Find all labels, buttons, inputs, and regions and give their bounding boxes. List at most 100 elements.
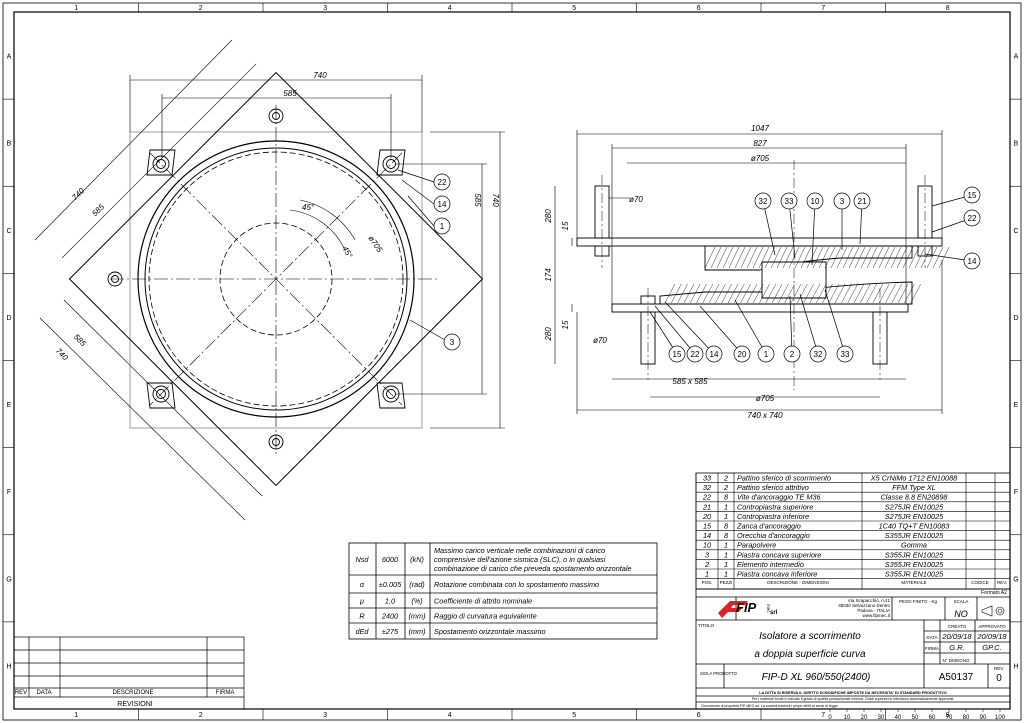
column-label-top: 1 <box>74 5 78 12</box>
plan-callouts <box>397 169 461 351</box>
row-label-left: G <box>6 576 11 583</box>
column-label-bottom: 5 <box>572 712 576 719</box>
address-line-4: www.fipmec.it <box>862 613 890 618</box>
column-label-bottom: 7 <box>821 712 825 719</box>
plan-dim-740-top: 740 <box>313 71 327 80</box>
bom-header-cell: REV. <box>997 580 1007 585</box>
sec-dim-280-bottom: 280 <box>544 327 553 342</box>
bom-material: FFM Type XL <box>892 483 936 492</box>
column-label-top: 8 <box>946 5 950 12</box>
firma-label: FIRMA <box>925 646 939 651</box>
column-label-top: 2 <box>199 5 203 12</box>
section-callout-bottom: 1 <box>764 350 769 359</box>
property-description: Coefficiente di attrito nominale <box>434 597 532 606</box>
row-label-left: C <box>6 228 11 235</box>
bom-pos: 22 <box>702 493 711 502</box>
plan-angle-1: 45° <box>302 203 315 212</box>
section-hatching <box>664 246 950 304</box>
drawing-number: A50137 <box>939 672 974 683</box>
properties-table-grid <box>348 542 658 640</box>
sec-dim-827: 827 <box>753 139 767 148</box>
section-callout-bottom: 15 <box>673 350 682 359</box>
plan-dim-585-ll: 585 <box>72 332 88 348</box>
rev-col-rev: REV <box>15 690 27 696</box>
scale-bar-tick: 70 <box>946 715 953 721</box>
approved-label: APPROVATO <box>978 624 1006 629</box>
bom-material: S275JR EN10025 <box>885 502 944 511</box>
section-callout-top: 22 <box>968 214 977 223</box>
bom-qty: 1 <box>724 502 728 511</box>
section-dimensions <box>554 130 943 414</box>
bom-pos: 10 <box>703 541 711 550</box>
bom-pos: 3 <box>705 550 709 559</box>
created-label: CREATO <box>948 624 967 629</box>
section-callout-top: 3 <box>840 197 845 206</box>
column-label-top: 4 <box>448 5 452 12</box>
property-unit: (kN) <box>410 555 424 564</box>
property-unit: (%) <box>411 597 422 606</box>
rev-col-firma: FIRMA <box>216 690 235 696</box>
bom-pos: 14 <box>703 531 711 540</box>
section-dim-text: 1047 827 ø705 ø70 280 15 174 280 15 ø70 … <box>544 124 783 420</box>
section-callout-top: 14 <box>968 257 977 266</box>
scale-bar-tick: 30 <box>878 715 885 721</box>
legal-line-1: LA DITTA SI RISERVA IL DIRITTO DI MODIFI… <box>759 691 946 695</box>
column-label-top: 3 <box>323 5 327 12</box>
address-line-3: Padova - ITALIA <box>857 608 890 613</box>
plan-angle-2: 45° <box>340 245 354 261</box>
property-description: Massimo carico verticale nelle combinazi… <box>434 546 605 555</box>
bom-description: Elemento intermedio <box>737 560 804 569</box>
property-value: 2400 <box>381 612 398 621</box>
row-label-left: E <box>7 402 12 409</box>
sec-dim-70-top: ø70 <box>629 195 643 204</box>
property-symbol: dEd <box>356 627 370 636</box>
property-unit: (mm) <box>408 612 425 621</box>
sec-dim-15-top: 15 <box>561 221 570 230</box>
fip-logo-srl: srl <box>770 610 778 616</box>
scale-bar-tick: 100 <box>995 715 1006 721</box>
row-label-right: H <box>1013 663 1018 670</box>
sec-dim-705-top: ø705 <box>751 154 770 163</box>
column-label-bottom: 4 <box>448 712 452 719</box>
bom-qty: 8 <box>724 493 729 502</box>
bom-description: Orecchia d'ancoraggio <box>737 531 810 540</box>
row-label-right: F <box>1014 489 1018 496</box>
row-label-left: A <box>7 54 12 61</box>
sec-dim-1047: 1047 <box>751 124 769 133</box>
row-label-left: H <box>6 663 11 670</box>
column-label-bottom: 6 <box>697 712 701 719</box>
title-line-1: Isolatore a scorrimento <box>759 631 861 642</box>
bom-qty: 1 <box>724 550 728 559</box>
bom-description: Pattino sferico attritivo <box>737 483 809 492</box>
column-label-top: 7 <box>821 5 825 12</box>
bom-material: Classe 8.8 EN20898 <box>881 493 949 502</box>
plan-dim-740-right: 740 <box>491 193 500 207</box>
sec-dim-705-bottom: ø705 <box>756 394 775 403</box>
bom-qty: 1 <box>724 512 728 521</box>
bom-qty: 2 <box>723 483 728 492</box>
projection-symbol-icon <box>981 605 1005 617</box>
property-value: ±0.005 <box>379 580 402 589</box>
row-label-right: D <box>1013 315 1018 322</box>
section-callout-bottom: 2 <box>790 350 795 359</box>
bom-qty: 1 <box>724 560 728 569</box>
row-label-right: A <box>1014 54 1019 61</box>
property-unit: (rad) <box>409 580 424 589</box>
scale-bar-tick: 60 <box>929 715 936 721</box>
bom-header-cell: POS. <box>702 580 713 585</box>
scale-value: NO <box>954 609 968 619</box>
bom-description: Parapolvere <box>737 541 776 550</box>
scale-bar-tick: 0 <box>828 715 832 721</box>
bom-description: Pattino sferico di scorrimento <box>737 474 831 483</box>
column-label-bottom: 1 <box>74 712 78 719</box>
section-view <box>576 160 943 390</box>
sigla-label: SIGLA PRODOTTO <box>700 671 738 676</box>
row-label-right: E <box>1014 402 1019 409</box>
property-symbol: R <box>359 612 365 621</box>
revision-value: 0 <box>996 673 1002 684</box>
product-code: FIP-D XL 960/550(2400) <box>762 672 871 683</box>
scale-bar-tick: 40 <box>895 715 902 721</box>
